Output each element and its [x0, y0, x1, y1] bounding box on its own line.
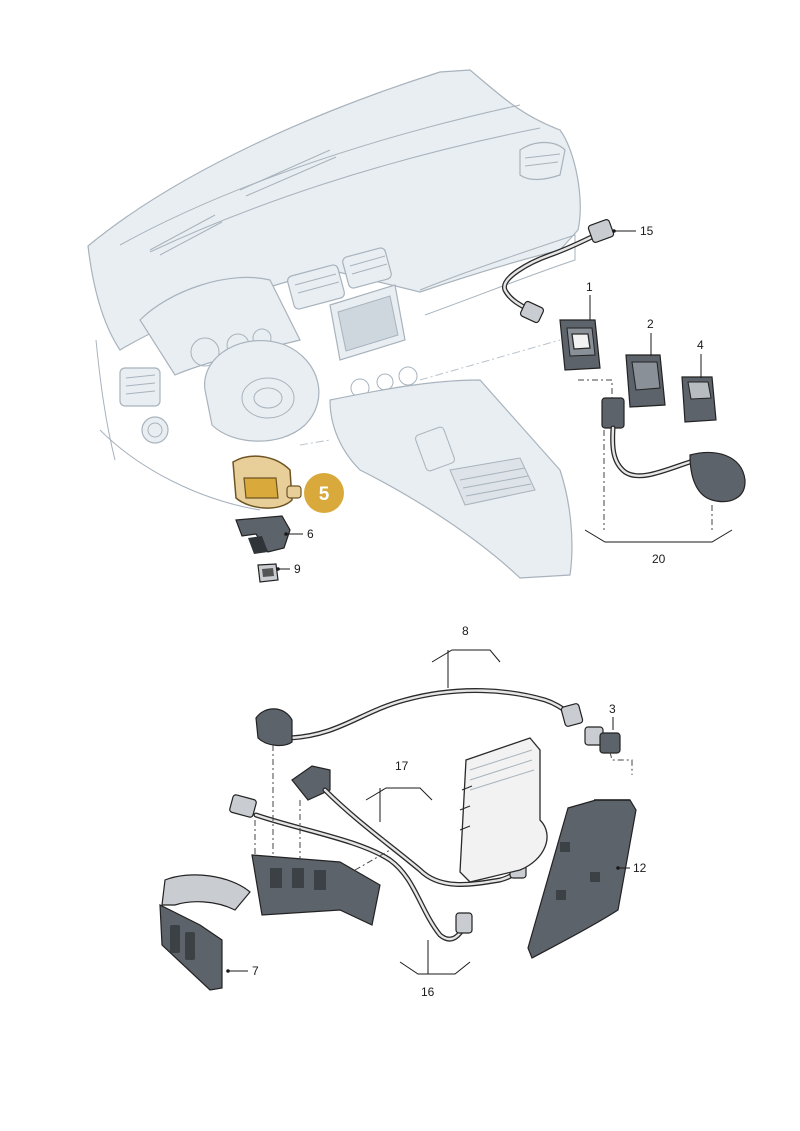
- highlight-badge-label: 5: [319, 484, 330, 505]
- callout-9: 9: [294, 562, 301, 576]
- callout-12: 12: [633, 861, 647, 875]
- part-12-mounting-plate: [527, 799, 637, 959]
- callout-16: 16: [421, 985, 435, 999]
- part-6-bracket: [235, 515, 291, 554]
- callout-20: 20: [652, 552, 666, 566]
- part-8-cable: [255, 688, 584, 747]
- callout-17: 17: [395, 759, 409, 773]
- callout-leaders: [226, 229, 702, 973]
- part-3-connector: [584, 726, 621, 754]
- part-15-antenna-cable: [502, 219, 615, 324]
- callout-7: 7: [252, 964, 259, 978]
- highlight-badge: 5: [304, 473, 344, 513]
- callout-2: 2: [647, 317, 654, 331]
- callout-labels: 15 1 2 4 20 6 9 8 3 17 12 7 16: [252, 224, 704, 999]
- part-1-usb-socket: [559, 319, 601, 371]
- part-9-clip: [257, 563, 279, 583]
- callout-15: 15: [640, 224, 654, 238]
- callout-8: 8: [462, 624, 469, 638]
- callout-1: 1: [586, 280, 593, 294]
- callout-6: 6: [307, 527, 314, 541]
- dashboard-illustration: [87, 69, 581, 579]
- control-unit-box: [459, 737, 548, 883]
- part-7-holder: [159, 854, 381, 991]
- part-2-socket: [625, 354, 666, 408]
- part-20-cable-module: [601, 397, 746, 503]
- callout-4: 4: [697, 338, 704, 352]
- part-4-cover: [681, 376, 717, 423]
- part-5-highlighted-module: [232, 455, 302, 509]
- callout-3: 3: [609, 702, 616, 716]
- part-16-cable: [229, 794, 473, 942]
